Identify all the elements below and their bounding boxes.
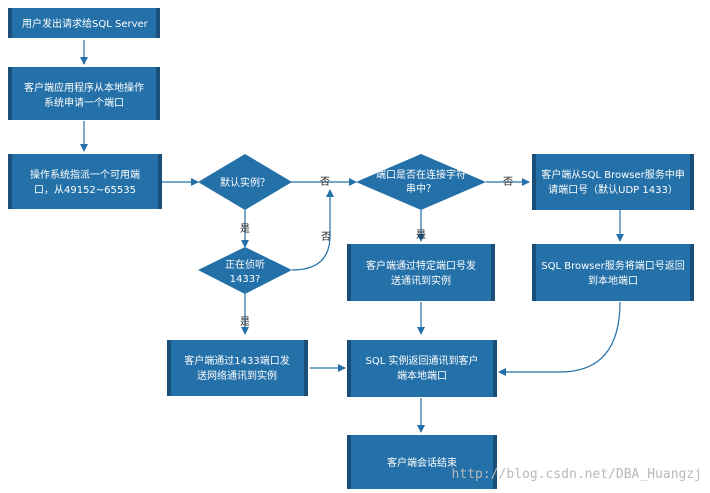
label-port-yes: 是: [416, 229, 426, 241]
label-listening-no: 否: [321, 231, 331, 243]
label-port-no: 否: [503, 176, 513, 188]
node-instance-return: SQL 实例返回通讯到客户 端本地端口: [347, 340, 497, 397]
decision-port-in-string-line-1: 端口是否在连接字符: [376, 168, 466, 181]
node-via-1433-line-1: 客户端通过1433端口发: [184, 354, 289, 367]
decision-default-instance-text: 默认实例？: [220, 176, 270, 189]
node-start-line-1: 用户发出请求给SQL Server: [22, 17, 149, 30]
node-end-session-line-1: 客户端会话结束: [387, 456, 457, 469]
edge-listening-no: [291, 189, 334, 271]
node-browser-request-line-1: 客户端从SQL Browser服务中申: [541, 168, 685, 181]
edge-labels: 否 是 否 是 否 是: [240, 176, 513, 328]
label-listening-yes: 是: [240, 316, 250, 328]
decision-port-in-string-line-2: 串中？: [406, 182, 436, 195]
node-via-specific-port-line-2: 送通讯到实例: [391, 274, 451, 287]
decision-listening-1433-line-1: 正在侦听: [225, 259, 265, 271]
edge-browser-return-to-instance: [498, 301, 621, 376]
node-via-1433: 客户端通过1433端口发 送网络通讯到实例: [167, 340, 308, 396]
node-start: 用户发出请求给SQL Server: [8, 8, 160, 38]
decision-listening-1433: 正在侦听 1433?: [198, 247, 292, 294]
node-browser-return: SQL Browser服务将端口号返回 到本地端口: [532, 244, 694, 301]
decision-listening-1433-line-2: 1433?: [230, 274, 261, 285]
watermark: http://blog.csdn.net/DBA_Huangzj: [452, 467, 702, 482]
node-instance-return-line-2: 端本地端口: [397, 369, 447, 382]
label-default-no: 否: [320, 176, 330, 188]
node-browser-request-line-2: 请端口号（默认UDP 1433）: [548, 183, 678, 196]
node-instance-return-line-1: SQL 实例返回通讯到客户: [366, 354, 479, 367]
node-alloc-port-line-1: 客户端应用程序从本地操作: [24, 81, 144, 94]
decision-port-in-string: 端口是否在连接字符 串中？: [356, 154, 486, 210]
node-browser-return-line-2: 到本地端口: [588, 274, 638, 287]
node-browser-return-line-1: SQL Browser服务将端口号返回: [541, 259, 685, 272]
label-default-yes: 是: [240, 223, 250, 235]
node-alloc-port: 客户端应用程序从本地操作 系统申请一个端口: [8, 67, 160, 120]
node-via-specific-port-line-1: 客户端通过特定端口号发: [366, 259, 476, 272]
node-via-1433-line-2: 送网络通讯到实例: [197, 369, 277, 382]
node-browser-request: 客户端从SQL Browser服务中申 请端口号（默认UDP 1433）: [532, 154, 694, 210]
node-os-assign-line-1: 操作系统指派一个可用端: [30, 168, 140, 181]
node-os-assign: 操作系统指派一个可用端 口，从49152~65535: [8, 154, 162, 209]
node-end-session: 客户端会话结束: [347, 435, 497, 489]
node-os-assign-line-2: 口，从49152~65535: [34, 185, 136, 196]
node-via-specific-port: 客户端通过特定端口号发 送通讯到实例: [347, 244, 495, 301]
decision-default-instance: 默认实例？: [198, 154, 292, 210]
connectors: [80, 40, 624, 433]
node-alloc-port-line-2: 系统申请一个端口: [44, 96, 124, 109]
